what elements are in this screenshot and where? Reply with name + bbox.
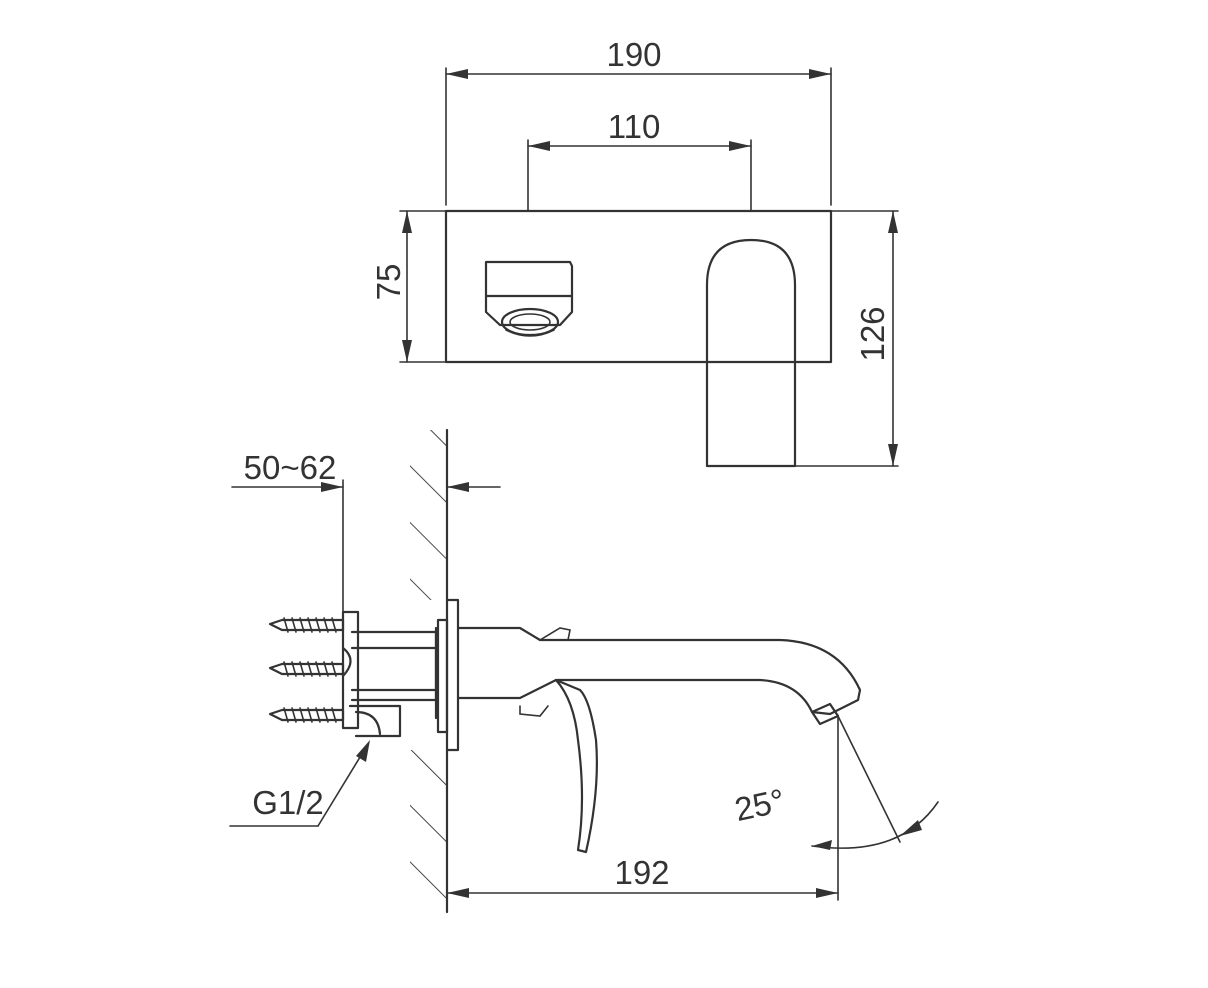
dim-spray-angle: 25° xyxy=(731,715,939,850)
dim-spout-projection-label: 192 xyxy=(614,854,669,891)
dim-wall-thickness: 50~62 xyxy=(231,449,501,613)
mounting-screw-middle xyxy=(268,661,345,677)
side-view: 50~62 G1/2 192 25° xyxy=(229,428,939,914)
dim-total-height: 126 xyxy=(794,210,899,467)
thread-label: G1/2 xyxy=(252,784,324,821)
dim-total-height-label: 126 xyxy=(854,306,891,361)
concealed-valve-body xyxy=(341,610,438,738)
dim-overall-width: 190 xyxy=(445,36,832,206)
mounting-screw-bottom xyxy=(268,707,345,723)
dim-wall-thickness-label: 50~62 xyxy=(244,449,337,486)
dim-spout-projection: 192 xyxy=(446,715,839,901)
mounting-screw-top xyxy=(268,617,345,633)
side-spout xyxy=(456,626,862,716)
dim-spout-spacing: 110 xyxy=(527,108,752,212)
dim-spray-angle-label: 25° xyxy=(731,781,788,828)
front-spout xyxy=(705,238,797,468)
dim-spout-spacing-label: 110 xyxy=(608,108,661,145)
side-lever-handle xyxy=(554,678,598,854)
thread-leader: G1/2 xyxy=(229,740,370,827)
dim-plate-height: 75 xyxy=(370,210,447,363)
front-wall-plate xyxy=(444,209,833,364)
wall-flange xyxy=(445,598,460,752)
front-handle xyxy=(484,260,574,337)
dim-plate-height-label: 75 xyxy=(370,264,407,301)
dim-overall-width-label: 190 xyxy=(606,36,661,73)
front-view: 190 110 75 126 xyxy=(370,36,899,468)
wall-section xyxy=(380,428,450,914)
